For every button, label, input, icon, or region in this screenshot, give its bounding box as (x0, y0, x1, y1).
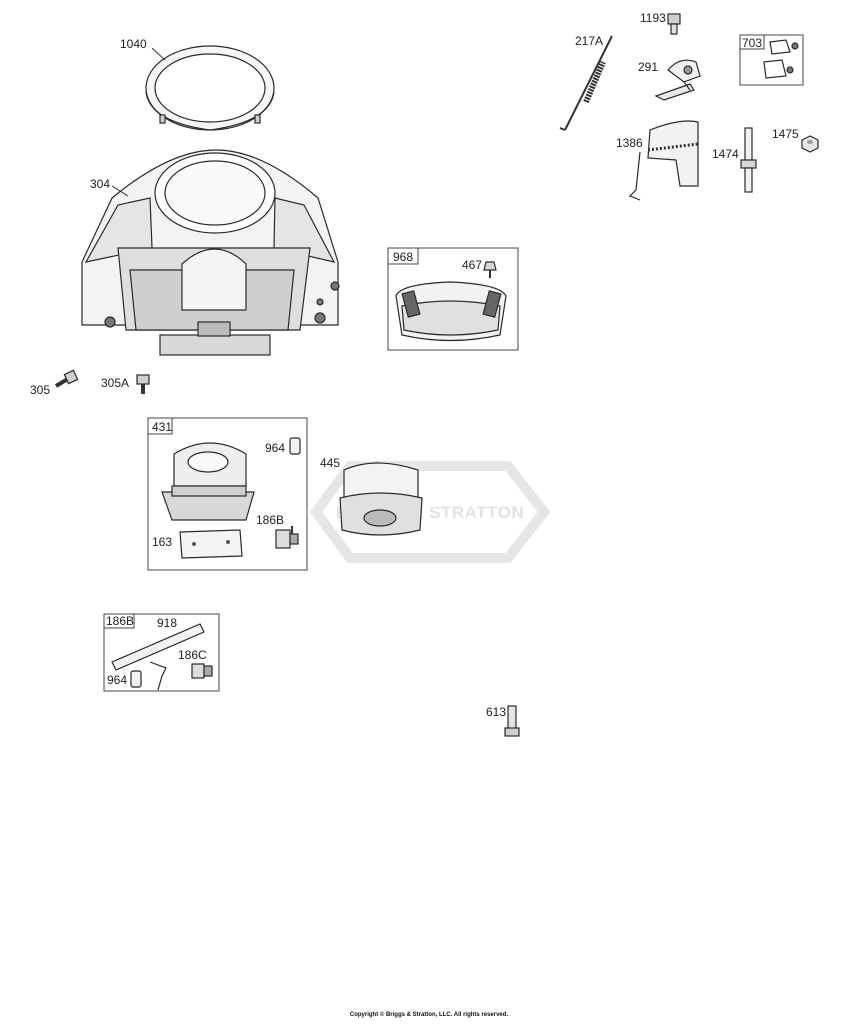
label-968: 968 (393, 250, 413, 264)
label-1475: 1475 (772, 127, 799, 141)
part-431-base[interactable] (161, 442, 255, 521)
part-613-bolt[interactable] (504, 705, 520, 737)
label-304: 304 (90, 177, 110, 191)
part-1193-screw[interactable] (667, 13, 681, 35)
part-305A-screw[interactable] (136, 374, 150, 394)
box-703 (739, 34, 804, 86)
part-964-grommet-a[interactable] (289, 437, 301, 455)
label-1193: 1193 (640, 11, 666, 25)
label-964b: 964 (107, 673, 127, 687)
label-186Ba: 186B (256, 513, 284, 527)
part-1474-stud[interactable] (740, 127, 757, 193)
part-304-blower-housing[interactable] (81, 149, 340, 356)
label-918: 918 (157, 616, 177, 630)
leader-1040 (151, 47, 166, 61)
label-467: 467 (462, 258, 482, 272)
label-305A: 305A (101, 376, 129, 390)
label-305: 305 (30, 383, 50, 397)
part-elbow-fitting[interactable] (149, 661, 167, 691)
part-445-air-filter[interactable] (339, 462, 423, 536)
part-467-fastener[interactable] (483, 261, 497, 278)
label-1386: 1386 (616, 136, 643, 150)
part-703-clip-top[interactable] (769, 39, 799, 55)
part-918-hose[interactable] (111, 623, 205, 671)
label-1474: 1474 (712, 147, 739, 161)
part-968-cover[interactable] (395, 281, 507, 342)
box-968 (387, 247, 519, 351)
part-1386-baffle[interactable] (628, 120, 699, 201)
label-703: 703 (742, 36, 762, 50)
label-964a: 964 (265, 441, 285, 455)
part-217A-rod[interactable] (559, 35, 613, 131)
box-431 (147, 417, 308, 571)
label-217A: 217A (575, 34, 603, 48)
label-163: 163 (152, 535, 172, 549)
copyright-notice: Copyright © Briggs & Stratton, LLC. All … (349, 1012, 509, 1018)
box-186B (103, 613, 220, 692)
part-186C-fitting[interactable] (191, 663, 213, 679)
part-305-screw[interactable] (54, 369, 79, 388)
part-291-bracket[interactable] (654, 59, 701, 101)
label-1040: 1040 (120, 37, 147, 51)
label-291: 291 (638, 60, 658, 74)
part-1475-nut[interactable] (801, 135, 819, 153)
part-186B-fitting-a[interactable] (275, 526, 299, 549)
label-186C: 186C (178, 648, 207, 662)
leader-304 (111, 185, 129, 197)
part-163-gasket[interactable] (179, 529, 243, 559)
part-703-clip-bottom[interactable] (763, 59, 794, 79)
label-431: 431 (152, 420, 172, 434)
label-186Bb: 186B (106, 614, 134, 628)
label-613: 613 (486, 705, 506, 719)
part-964-grommet-b[interactable] (130, 670, 142, 688)
label-445: 445 (320, 456, 340, 470)
part-1040-screen-ring[interactable] (145, 45, 275, 131)
